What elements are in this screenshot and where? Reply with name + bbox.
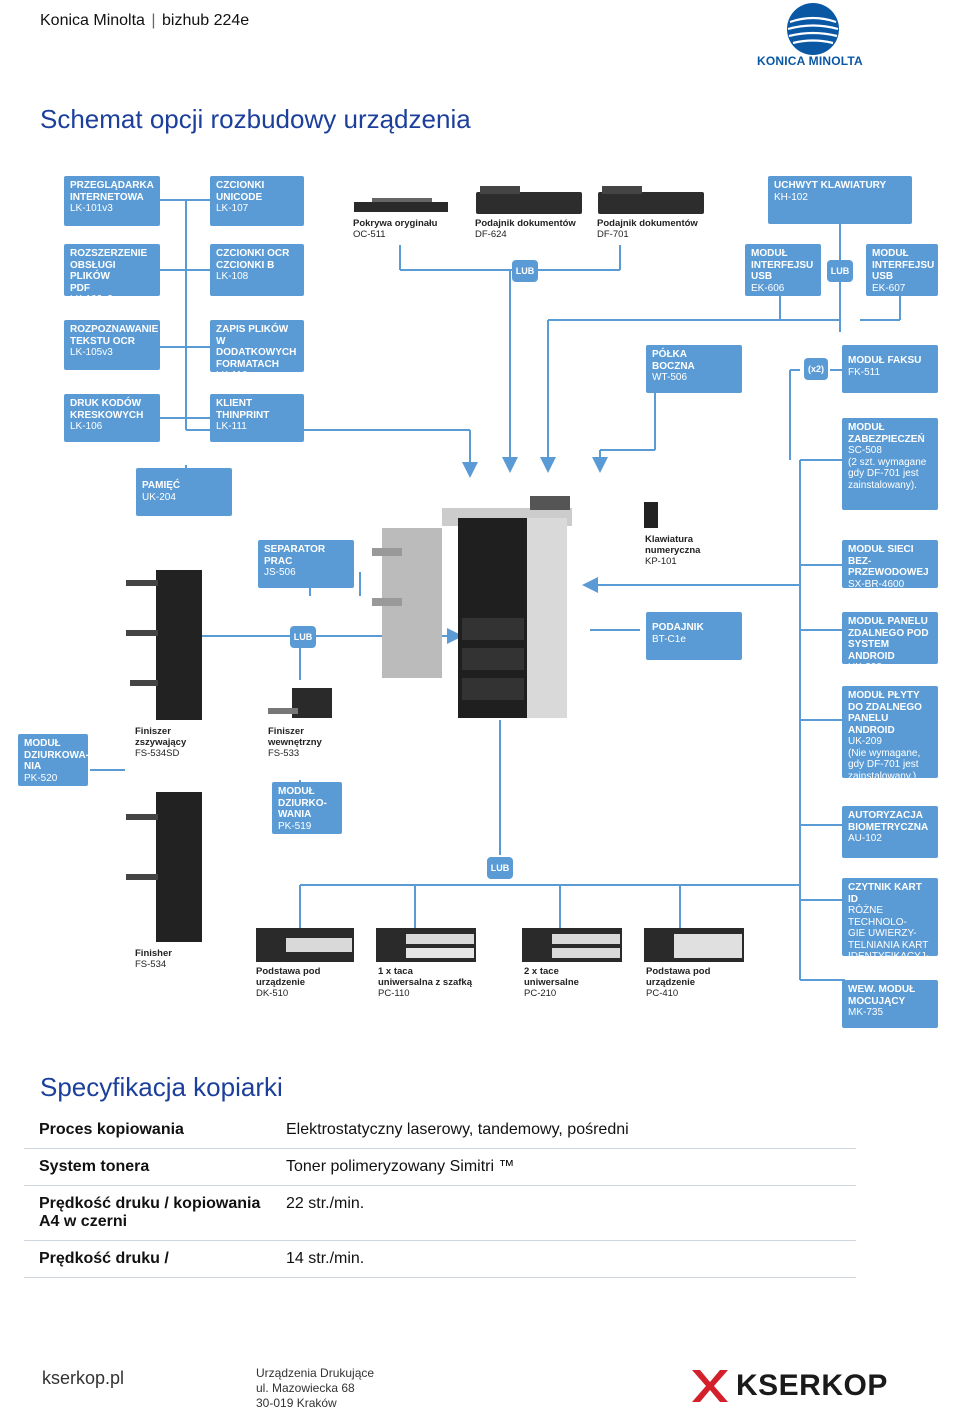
lub-connector-usb: LUB: [827, 260, 853, 282]
kserkop-logo-icon: [692, 1370, 728, 1402]
mfp-main-unit-icon: [372, 496, 572, 718]
spec-label: Prędkość druku / kopiowania A4 w czerni: [24, 1185, 271, 1241]
tray-pc210-icon: [522, 928, 622, 962]
table-row: Prędkość druku / kopiowania A4 w czerni …: [24, 1185, 856, 1241]
finisher-fs534-icon: [126, 792, 202, 942]
spec-value: 22 str./min.: [271, 1185, 856, 1241]
spec-label: System tonera: [24, 1148, 271, 1186]
stand-pc410-icon: [644, 928, 744, 962]
konica-minolta-logo-icon: [787, 3, 839, 55]
separator: |: [151, 12, 156, 29]
cover-oc511-icon: [354, 198, 448, 212]
logo-text: KONICA MINOLTA: [757, 54, 863, 68]
spec-label: Prędkość druku /: [24, 1240, 271, 1278]
table-row: Proces kopiowania Elektrostatyczny laser…: [24, 1112, 856, 1149]
spec-table: Proces kopiowania Elektrostatyczny laser…: [24, 1112, 856, 1278]
spec-value: 14 str./min.: [271, 1240, 856, 1278]
header-breadcrumb: Konica Minolta | bizhub 224e: [40, 12, 249, 30]
section-title-specs: Specyfikacja kopiarki: [40, 1072, 283, 1102]
footer-site: kserkop.pl: [42, 1368, 125, 1388]
connector-lines: [90, 199, 901, 981]
table-row: Prędkość druku / 14 str./min.: [24, 1240, 856, 1278]
keypad-kp101-icon: [644, 502, 658, 528]
footer-address: Urządzenia Drukujące ul. Mazowiecka 68 3…: [256, 1366, 375, 1410]
table-row: System tonera Toner polimeryzowany Simit…: [24, 1148, 856, 1186]
x2-badge: (x2): [804, 358, 828, 380]
spec-label: Proces kopiowania: [24, 1112, 271, 1149]
spec-value: Elektrostatyczny laserowy, tandemowy, po…: [271, 1112, 856, 1149]
doc-feeder-df701-icon: [598, 186, 704, 214]
doc-feeder-df624-icon: [476, 186, 582, 214]
finisher-fs533-icon: [268, 688, 332, 718]
tray-pc110-icon: [376, 928, 476, 962]
kserkop-brand: KSERKOP: [736, 1369, 888, 1402]
lub-connector: LUB: [512, 260, 538, 282]
spec-value: Toner polimeryzowany Simitri ™: [271, 1148, 856, 1186]
section-title-options: Schemat opcji rozbudowy urządzenia: [40, 104, 471, 134]
stand-dk510-icon: [256, 928, 354, 962]
lub-connector-bases: LUB: [487, 857, 513, 879]
finisher-fs534sd-icon: [126, 570, 202, 720]
brand-name: Konica Minolta: [40, 12, 145, 29]
model-name: bizhub 224e: [162, 12, 250, 29]
lub-connector-finishers: LUB: [290, 626, 316, 648]
